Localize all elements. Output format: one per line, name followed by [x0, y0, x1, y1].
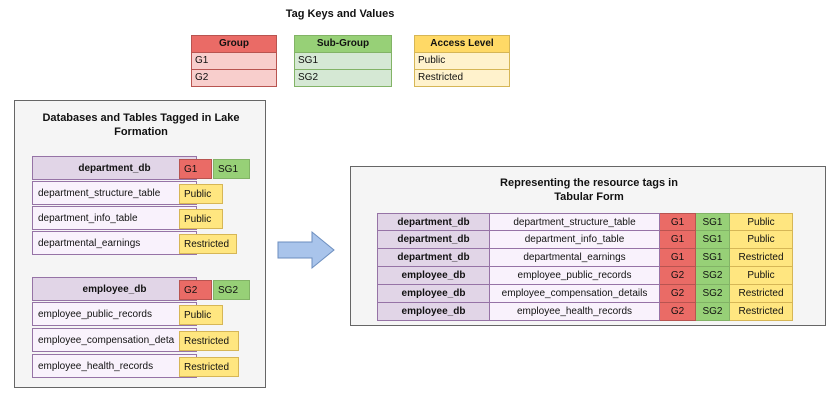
table-cell-subgroup: SG1 [696, 231, 730, 249]
table-cell-table: departmental_earnings [490, 249, 660, 267]
access-tag: Restricted [179, 357, 239, 377]
table-cell-group: G1 [660, 249, 696, 267]
access-tag: Restricted [179, 331, 239, 351]
table-cell-table: employee_health_records [490, 303, 660, 321]
tabular-title-line2: Tabular Form [554, 191, 624, 203]
table-row: employee_public_records [32, 302, 197, 326]
legend-access-header: Access Level [414, 35, 510, 53]
table-cell-subgroup: SG2 [696, 303, 730, 321]
lake-formation-panel: Databases and Tables Tagged in Lake Form… [14, 100, 266, 388]
table-cell-database: employee_db [377, 285, 490, 303]
table-cell-group: G2 [660, 303, 696, 321]
table-cell-access: Public [730, 231, 793, 249]
legend-subgroup: Sub-Group SG1 SG2 [294, 35, 392, 87]
legend-subgroup-header: Sub-Group [294, 35, 392, 53]
table-cell-table: department_info_table [490, 231, 660, 249]
table-cell-database: department_db [377, 213, 490, 231]
diagram-title: Tag Keys and Values [285, 8, 395, 20]
table-cell-subgroup: SG1 [696, 249, 730, 267]
table-cell-subgroup: SG2 [696, 267, 730, 285]
table-row: departmental_earnings [32, 231, 197, 255]
table-cell-access: Public [730, 213, 793, 231]
access-tag: Restricted [179, 234, 237, 254]
table-cell-table: employee_public_records [490, 267, 660, 285]
table-cell-group: G1 [660, 231, 696, 249]
group-tag: G2 [179, 280, 212, 300]
access-tag: Public [179, 209, 223, 229]
database-name: employee_db [82, 283, 147, 295]
subgroup-tag: SG1 [213, 159, 250, 179]
table-cell-access: Restricted [730, 249, 793, 267]
table-row: employee_compensation_deta [32, 328, 197, 352]
lake-panel-title: Databases and Tables Tagged in Lake Form… [42, 112, 240, 138]
legend-group: Group G1 G2 [191, 35, 277, 87]
legend-subgroup-value: SG2 [294, 70, 392, 87]
right-arrow-icon [277, 230, 335, 270]
legend-access-value: Public [414, 53, 510, 70]
tabular-title-line1: Representing the resource tags in [500, 177, 678, 189]
table-cell-database: employee_db [377, 303, 490, 321]
database-header: department_db [32, 156, 197, 180]
table-cell-database: employee_db [377, 267, 490, 285]
table-cell-database: department_db [377, 231, 490, 249]
database-name: department_db [78, 162, 151, 174]
tabular-panel-title: Representing the resource tags in Tabula… [431, 176, 747, 204]
subgroup-tag: SG2 [213, 280, 250, 300]
table-row: department_info_table [32, 206, 197, 230]
legend-group-value: G1 [191, 53, 277, 70]
table-cell-access: Restricted [730, 285, 793, 303]
legend-access-level: Access Level Public Restricted [414, 35, 510, 87]
table-cell-subgroup: SG2 [696, 285, 730, 303]
access-tag: Public [179, 184, 223, 204]
table-row: department_structure_table [32, 181, 197, 205]
table-cell-database: department_db [377, 249, 490, 267]
table-cell-group: G2 [660, 285, 696, 303]
database-header: employee_db [32, 277, 197, 301]
table-cell-subgroup: SG1 [696, 213, 730, 231]
table-cell-table: department_structure_table [490, 213, 660, 231]
table-cell-access: Public [730, 267, 793, 285]
table-row: employee_health_records [32, 354, 197, 378]
table-cell-group: G2 [660, 267, 696, 285]
legend-subgroup-value: SG1 [294, 53, 392, 70]
table-cell-table: employee_compensation_details [490, 285, 660, 303]
tabular-panel: Representing the resource tags in Tabula… [350, 166, 826, 326]
group-tag: G1 [179, 159, 212, 179]
table-cell-group: G1 [660, 213, 696, 231]
legend-access-value: Restricted [414, 70, 510, 87]
legend-group-value: G2 [191, 70, 277, 87]
table-cell-access: Restricted [730, 303, 793, 321]
access-tag: Public [179, 305, 223, 325]
legend-group-header: Group [191, 35, 277, 53]
